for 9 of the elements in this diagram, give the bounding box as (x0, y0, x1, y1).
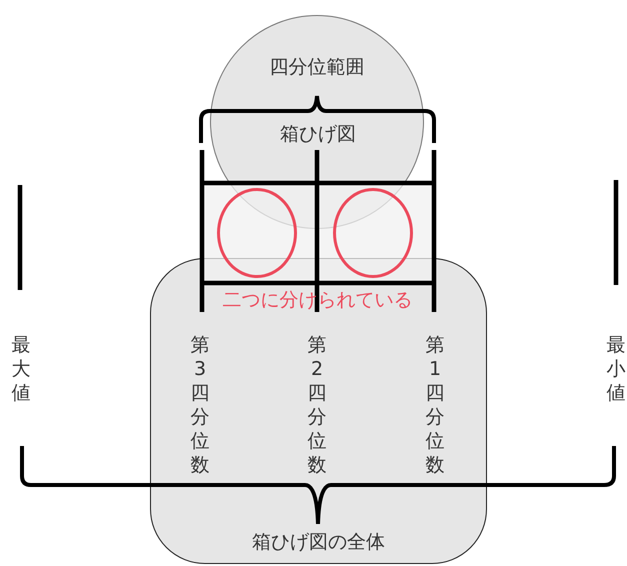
caption-text: 箱ひげ図 (279, 122, 357, 147)
vertical-label: 第3四分位数 (190, 333, 210, 477)
node-text: 箱ひげ図の全体 (251, 530, 386, 555)
vertical-label: 最大値 (10, 333, 32, 405)
node-text: 四分位範囲 (268, 55, 366, 80)
vertical-label: 最小値 (606, 333, 626, 405)
vertical-label: 第2四分位数 (306, 333, 328, 477)
vertical-label: 第1四分位数 (424, 333, 446, 477)
rounded-panel (150, 258, 487, 564)
